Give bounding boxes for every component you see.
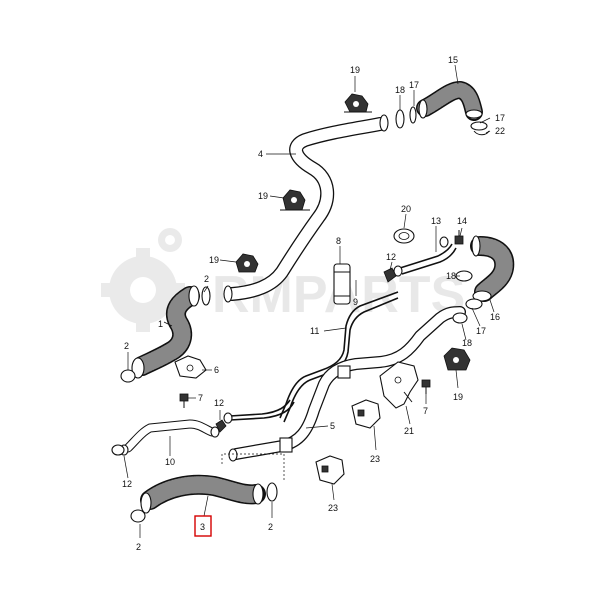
callout-12: 12 — [122, 479, 132, 489]
hose-part-15 — [416, 81, 483, 121]
leader-lines — [123, 64, 495, 538]
callout-9: 9 — [353, 297, 358, 307]
highlight-box-part-3[interactable] — [194, 515, 212, 537]
pipe-part-12-link — [223, 399, 295, 424]
pipe-part-10 — [119, 419, 220, 456]
callout-3[interactable]: 3 — [200, 522, 205, 532]
callout-19: 19 — [350, 65, 360, 75]
valve-part-23-upper — [351, 399, 381, 429]
valve-part-23-lower — [315, 455, 345, 485]
callout-6: 6 — [214, 365, 219, 375]
clamp-part-2-bottom-left — [130, 509, 146, 523]
clamp-part-17-top — [470, 121, 490, 136]
callout-11: 11 — [310, 326, 319, 336]
callout-4: 4 — [258, 149, 263, 159]
callout-1: 1 — [158, 319, 163, 329]
callout-18: 18 — [446, 271, 456, 281]
callout-14: 14 — [457, 216, 467, 226]
pipe-part-13 — [393, 236, 457, 277]
callout-2: 2 — [124, 341, 129, 351]
bolt-part-7-left — [179, 393, 189, 408]
bracket-part-19-left — [235, 253, 259, 273]
gear-icon — [101, 228, 185, 332]
bolt-part-14 — [454, 230, 464, 245]
hose-part-16 — [470, 235, 515, 302]
callout-2: 2 — [136, 542, 141, 552]
callout-10: 10 — [165, 457, 175, 467]
bolt-part-7-right — [421, 379, 431, 394]
hose-part-4 — [223, 114, 389, 303]
bracket-part-19-right — [443, 347, 471, 371]
callout-17: 17 — [409, 80, 419, 90]
sleeve-part-8 — [333, 263, 351, 305]
callout-16: 16 — [490, 312, 500, 322]
callout-19: 19 — [209, 255, 219, 265]
callout-18: 18 — [462, 338, 472, 348]
callout-5: 5 — [330, 421, 335, 431]
callout-18: 18 — [395, 85, 405, 95]
clip-part-12-upper — [383, 267, 397, 283]
callout-7: 7 — [423, 406, 428, 416]
clamp-part-2-left-bottom — [120, 369, 136, 383]
bracket-part-19-mid — [280, 189, 310, 211]
callout-23: 23 — [328, 503, 338, 513]
callout-12: 12 — [214, 398, 224, 408]
callout-labels: 15 19 18 17 17 22 4 19 20 13 14 19 8 12 … — [122, 55, 505, 552]
clamp-part-2-bottom-right — [266, 482, 278, 502]
bracket-part-6 — [174, 355, 207, 379]
callout-19: 19 — [453, 392, 463, 402]
callout-2: 2 — [268, 522, 273, 532]
clamp-part-18-top — [395, 106, 417, 129]
callout-20: 20 — [401, 204, 411, 214]
callout-8: 8 — [336, 236, 341, 246]
callout-13: 13 — [431, 216, 441, 226]
callout-17: 17 — [495, 113, 505, 123]
callout-12: 12 — [386, 252, 396, 262]
clamp-part-17-right — [452, 298, 483, 324]
callout-23: 23 — [370, 454, 380, 464]
hose-part-3 — [140, 453, 285, 514]
clamp-part-12-bottom — [111, 444, 125, 456]
callout-15: 15 — [448, 55, 458, 65]
callout-22: 22 — [495, 126, 505, 136]
callout-19: 19 — [258, 191, 268, 201]
callout-17: 17 — [476, 326, 486, 336]
clamp-part-2-left-top — [201, 286, 211, 306]
clamp-part-20 — [393, 228, 415, 244]
clip-part-12-mid — [215, 419, 227, 433]
hose-part-1 — [131, 285, 200, 379]
callout-2: 2 — [204, 274, 209, 284]
bracket-part-21 — [379, 361, 419, 409]
callout-21: 21 — [404, 426, 414, 436]
pipe-part-5 — [228, 306, 466, 462]
bracket-part-19-top — [344, 93, 372, 113]
callout-7: 7 — [198, 393, 203, 403]
